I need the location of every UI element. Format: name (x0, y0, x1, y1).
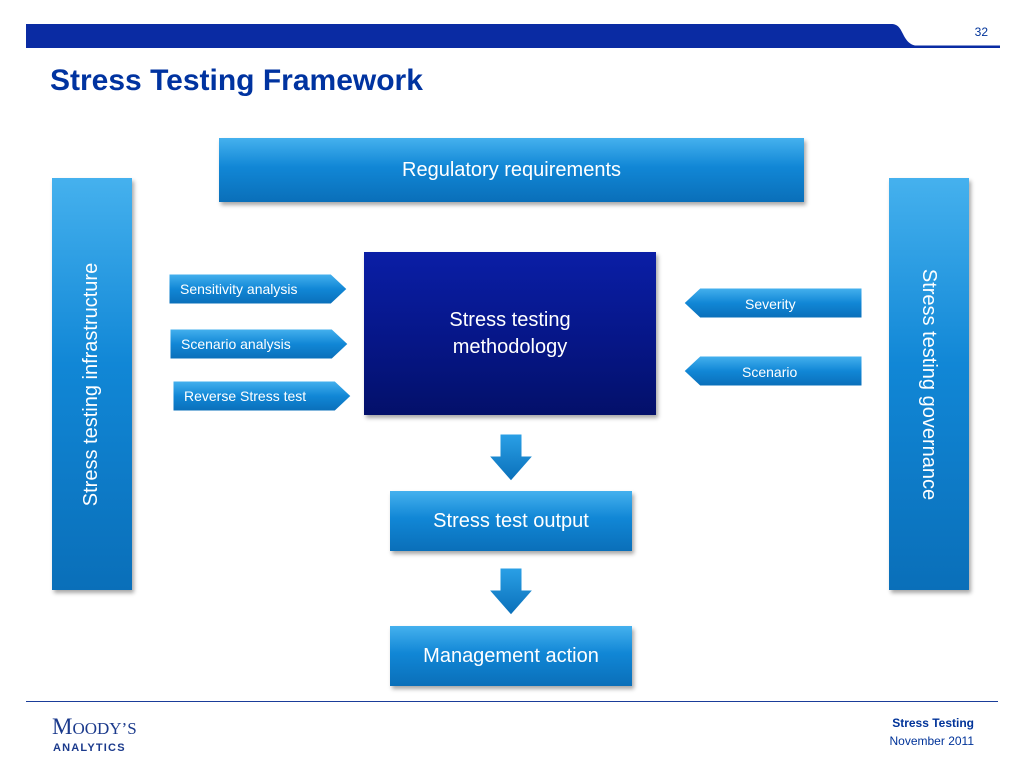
governance-bar: Stress testing governance (889, 178, 969, 590)
tag-sensitivity-analysis-label: Sensitivity analysis (180, 281, 298, 297)
moodys-analytics-logo: MOODY’S ANALYTICS (52, 714, 137, 754)
regulatory-requirements-label: Regulatory requirements (402, 158, 621, 181)
governance-label: Stress testing governance (918, 268, 941, 500)
down-arrow-icon (487, 433, 535, 482)
tag-severity (683, 287, 863, 319)
infrastructure-bar: Stress testing infrastructure (52, 178, 132, 590)
stress-test-output-label: Stress test output (433, 509, 589, 532)
management-action-label: Management action (423, 644, 599, 667)
tag-reverse-stress-test-label: Reverse Stress test (184, 388, 307, 404)
tag-scenario (683, 355, 863, 387)
methodology-box: Stress testing methodology (364, 252, 656, 415)
tag-scenario-analysis (169, 328, 349, 360)
page-title: Stress Testing Framework (50, 64, 423, 97)
stress-test-output-box: Stress test output (390, 491, 632, 551)
management-action-box: Management action (390, 626, 632, 686)
regulatory-requirements-box: Regulatory requirements (219, 138, 804, 202)
down-arrow-icon (487, 567, 535, 616)
tag-sensitivity-analysis (168, 273, 348, 305)
methodology-label-line1: Stress testing (449, 308, 571, 331)
infrastructure-label: Stress testing infrastructure (80, 262, 103, 506)
footer-title: Stress Testing (892, 716, 974, 730)
footer-date: November 2011 (889, 734, 975, 748)
tag-reverse-stress-test (172, 380, 352, 412)
svg-text:ANALYTICS: ANALYTICS (53, 742, 126, 754)
tag-severity-label: Severity (745, 296, 796, 312)
page-number: 32 (974, 25, 988, 39)
methodology-label-line2: methodology (452, 335, 568, 358)
header-bar (26, 24, 1000, 48)
svg-text:MOODY’S: MOODY’S (52, 714, 137, 739)
tag-scenario-label: Scenario (742, 364, 798, 380)
tag-scenario-analysis-label: Scenario analysis (181, 336, 291, 352)
footer-divider (26, 701, 998, 702)
